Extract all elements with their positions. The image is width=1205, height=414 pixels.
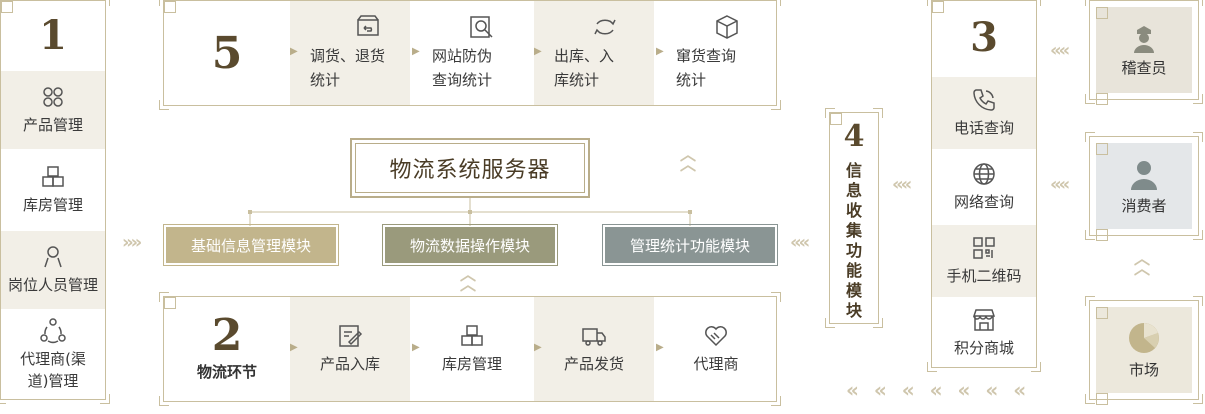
arrow-icon: ▶ (290, 342, 298, 353)
server-box: 物流系统服务器 (350, 138, 590, 198)
store-icon (972, 309, 996, 331)
top-item-crosssell[interactable]: 窜货查询统计 (656, 1, 776, 105)
chevron-left-trail-icon: « « « « « « « (846, 378, 1031, 402)
search-doc-icon (470, 16, 493, 38)
query-item-qrcode[interactable]: 手机二维码 (932, 225, 1036, 297)
server-title: 物流系统服务器 (355, 143, 585, 193)
pie-chart-icon (1129, 322, 1159, 353)
bottom-item-instock[interactable]: 产品入库 (290, 297, 410, 401)
role-inspector[interactable]: 稽查员 (1085, 0, 1203, 105)
doc-pen-icon (339, 325, 363, 347)
bottom-panel: 2 物流环节 产品入库 库房管理 产品发货 代理商 ▶ ▶ ▶ ▶ (159, 292, 781, 406)
left-panel-number: 1 (39, 12, 67, 59)
double-chevron-right-icon: »» (122, 232, 142, 253)
left-item-warehouse[interactable]: 库房管理 (1, 151, 105, 229)
connector-lines (248, 198, 692, 226)
top-item-label: 窜货查询统计 (676, 47, 737, 89)
bottom-item-shipping[interactable]: 产品发货 (534, 297, 654, 401)
bottom-item-warehouse[interactable]: 库房管理 (412, 297, 532, 401)
package-icon (716, 15, 738, 39)
double-chevron-up-icon: ︿︿ (460, 265, 477, 294)
cycle-arrows-icon (594, 19, 616, 35)
top-item-return[interactable]: 调货、退货统计 (290, 1, 410, 105)
person-icon (44, 246, 62, 268)
arrow-icon: ▶ (534, 342, 542, 353)
arrow-icon: ▶ (534, 46, 542, 57)
info-module-label: 信息收集功能模块 (845, 161, 862, 320)
qrcode-icon (973, 237, 995, 259)
consumer-icon (1131, 160, 1157, 190)
phone-icon (973, 89, 995, 111)
info-module-panel: 4 信息收集功能模块 (825, 108, 883, 328)
top-item-label: 网站防伪查询统计 (432, 47, 493, 89)
bottom-panel-number: 2 (211, 310, 243, 361)
role-label: 消费者 (1121, 196, 1167, 215)
role-label: 稽查员 (1121, 58, 1167, 77)
role-market[interactable]: 市场 (1085, 296, 1203, 405)
top-item-inout[interactable]: 出库、入库统计 (534, 1, 654, 105)
bottom-item-label: 产品入库 (319, 355, 380, 373)
grid-four-icon (43, 87, 63, 107)
top-item-query[interactable]: 网站防伪查询统计 (412, 1, 532, 105)
inspector-icon (1134, 25, 1154, 53)
left-panel: 1 产品管理 库房管理 岗位人员管理 代理商(渠道)管理 (0, 0, 110, 404)
globe-icon (973, 163, 995, 185)
module-label: 基础信息管理模块 (166, 227, 336, 263)
arrow-icon: ▶ (290, 46, 298, 57)
query-panel-number: 3 (970, 14, 998, 61)
module-label: 管理统计功能模块 (605, 227, 775, 263)
top-panel-number: 5 (211, 28, 243, 79)
double-chevron-up-icon: ︿︿ (680, 145, 697, 174)
left-item-product[interactable]: 产品管理 (1, 71, 105, 149)
warehouse-boxes-icon (42, 166, 64, 187)
left-item-label: 岗位人员管理 (7, 276, 98, 294)
top-panel: 5 调货、退货统计 网站防伪查询统计 出库、入库统计 窜货查询统计 ▶ ▶ ▶ … (159, 0, 781, 110)
truck-icon (582, 328, 606, 346)
role-label: 市场 (1128, 360, 1159, 379)
query-item-label: 网络查询 (953, 193, 1014, 211)
network-cycle-icon (40, 318, 66, 344)
left-item-label: 库房管理 (22, 196, 83, 214)
arrow-icon: ▶ (656, 46, 664, 57)
query-item-web[interactable]: 网络查询 (932, 151, 1036, 223)
query-item-label: 手机二维码 (946, 267, 1022, 285)
query-item-mall[interactable]: 积分商城 (932, 299, 1036, 367)
double-chevron-left-icon: «« (790, 232, 810, 253)
handshake-icon (705, 326, 727, 347)
arrow-icon: ▶ (412, 46, 420, 57)
query-item-label: 积分商城 (953, 339, 1014, 357)
info-module-number: 4 (843, 119, 865, 154)
double-chevron-left-icon: «« (1050, 174, 1070, 195)
module-label: 物流数据操作模块 (385, 227, 555, 263)
bottom-item-label: 代理商 (693, 355, 739, 373)
left-item-label: 产品管理 (22, 116, 83, 134)
module-statistics[interactable]: 管理统计功能模块 (602, 224, 778, 266)
bottom-item-label: 产品发货 (563, 355, 624, 373)
bottom-item-agent[interactable]: 代理商 (656, 297, 776, 401)
double-chevron-left-icon: «« (1050, 40, 1070, 61)
double-chevron-left-icon: «« (892, 174, 912, 195)
module-basic-info[interactable]: 基础信息管理模块 (163, 224, 339, 266)
module-logistics-data[interactable]: 物流数据操作模块 (382, 224, 558, 266)
warehouse-boxes-icon (461, 325, 483, 346)
left-item-agent[interactable]: 代理商(渠道)管理 (1, 311, 105, 399)
return-box-icon (357, 15, 379, 36)
arrow-icon: ▶ (656, 342, 664, 353)
top-item-label: 出库、入库统计 (554, 47, 615, 89)
arrow-icon: ▶ (412, 342, 420, 353)
left-item-label: 代理商(渠道)管理 (20, 350, 86, 390)
double-chevron-up-icon: ︿︿ (1134, 249, 1151, 278)
query-item-phone[interactable]: 电话查询 (932, 77, 1036, 149)
bottom-panel-title: 物流环节 (196, 363, 257, 381)
query-panel: 3 电话查询 网络查询 手机二维码 积分商城 (927, 0, 1041, 372)
query-item-label: 电话查询 (953, 119, 1014, 137)
top-item-label: 调货、退货统计 (310, 47, 386, 89)
left-item-staff[interactable]: 岗位人员管理 (1, 231, 105, 309)
bottom-item-label: 库房管理 (441, 355, 502, 373)
role-consumer[interactable]: 消费者 (1085, 132, 1203, 241)
